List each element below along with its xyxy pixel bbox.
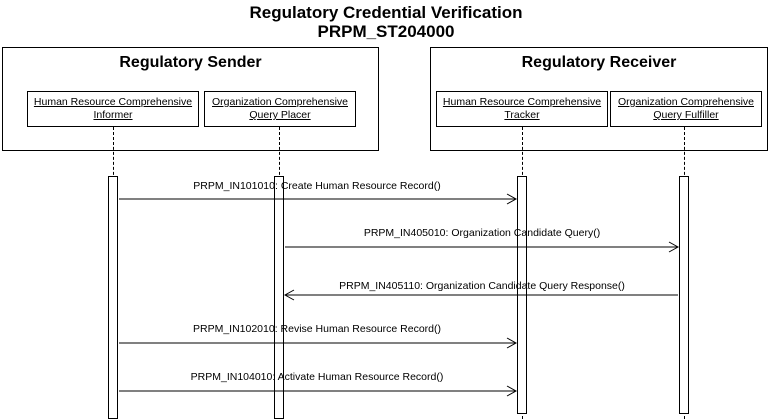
arrowhead-3: [283, 289, 295, 301]
arrowhead-4: [506, 337, 518, 349]
arrowhead-1: [506, 193, 518, 205]
message-label-4: PRPM_IN102010: Revise Human Resource Rec…: [192, 323, 442, 335]
arrowhead-5: [506, 385, 518, 397]
role-org-query-fulfiller: Organization Comprehensive Query Fulfill…: [610, 91, 762, 127]
role-hr-informer: Human Resource Comprehensive Informer: [27, 91, 199, 127]
diagram-title: Regulatory Credential Verification: [249, 3, 523, 22]
message-label-3: PRPM_IN405110: Organization Candidate Qu…: [339, 280, 625, 292]
arrowhead-2: [668, 241, 680, 253]
message-label-1: PRPM_IN101010: Create Human Resource Rec…: [193, 180, 441, 192]
message-label-2: PRPM_IN405010: Organization Candidate Qu…: [363, 227, 601, 239]
regulatory-sender-label: Regulatory Sender: [119, 54, 262, 71]
diagram-subtitle: PRPM_ST204000: [317, 22, 455, 41]
role-hr-tracker: Human Resource Comprehensive Tracker: [436, 91, 608, 127]
regulatory-receiver-label: Regulatory Receiver: [521, 54, 677, 71]
message-label-5: PRPM_IN104010: Activate Human Resource R…: [190, 371, 444, 383]
activation-org-query-fulfiller: [679, 176, 689, 414]
role-org-query-placer: Organization Comprehensive Query Placer: [204, 91, 356, 127]
